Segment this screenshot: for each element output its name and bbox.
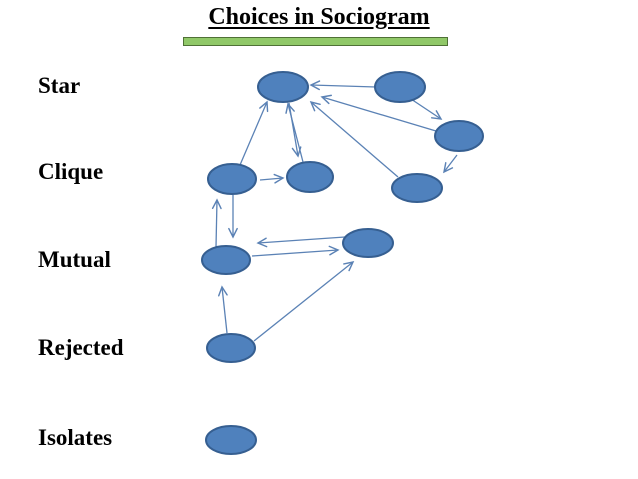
row-label-rejected: Rejected <box>38 335 124 360</box>
node-mutual-right <box>342 228 394 258</box>
node-rejected <box>206 333 256 363</box>
node-top-right <box>374 71 426 103</box>
edge-mutual-left-to-mutual-right <box>251 245 340 257</box>
edge-mutual-right-to-mutual-left <box>256 236 346 248</box>
edge-top-right-to-star-hub <box>309 80 377 91</box>
edge-lower-right-to-star-hub <box>309 100 399 178</box>
row-label-mutual: Mutual <box>38 247 111 272</box>
node-star-hub <box>257 71 309 103</box>
page-title: Choices in Sociogram <box>208 4 430 30</box>
edge-clique-left-to-star-hub <box>239 100 269 166</box>
edge-layer <box>211 80 458 342</box>
node-outer-right <box>434 120 484 152</box>
row-label-clique: Clique <box>38 159 104 184</box>
edge-rejected-to-mutual-right <box>253 260 355 342</box>
edge-mutual-left-to-clique-left <box>211 198 222 248</box>
edge-clique-left-to-clique-right <box>259 173 285 184</box>
node-clique-right <box>286 161 334 193</box>
node-lower-right <box>391 173 443 203</box>
node-clique-left <box>207 163 257 195</box>
node-layer <box>201 71 484 455</box>
row-label-isolates: Isolates <box>38 425 113 450</box>
edge-outer-right-to-lower-right <box>443 154 458 174</box>
row-label-star: Star <box>38 73 81 98</box>
edge-top-right-to-outer-right <box>410 98 443 120</box>
node-mutual-left <box>201 245 251 275</box>
edge-outer-right-to-star-hub <box>320 94 437 132</box>
node-isolate <box>205 425 257 455</box>
edge-rejected-to-mutual-left <box>218 285 228 334</box>
title-accent-bar <box>183 37 448 46</box>
edge-star-hub-to-clique-right <box>288 102 302 158</box>
